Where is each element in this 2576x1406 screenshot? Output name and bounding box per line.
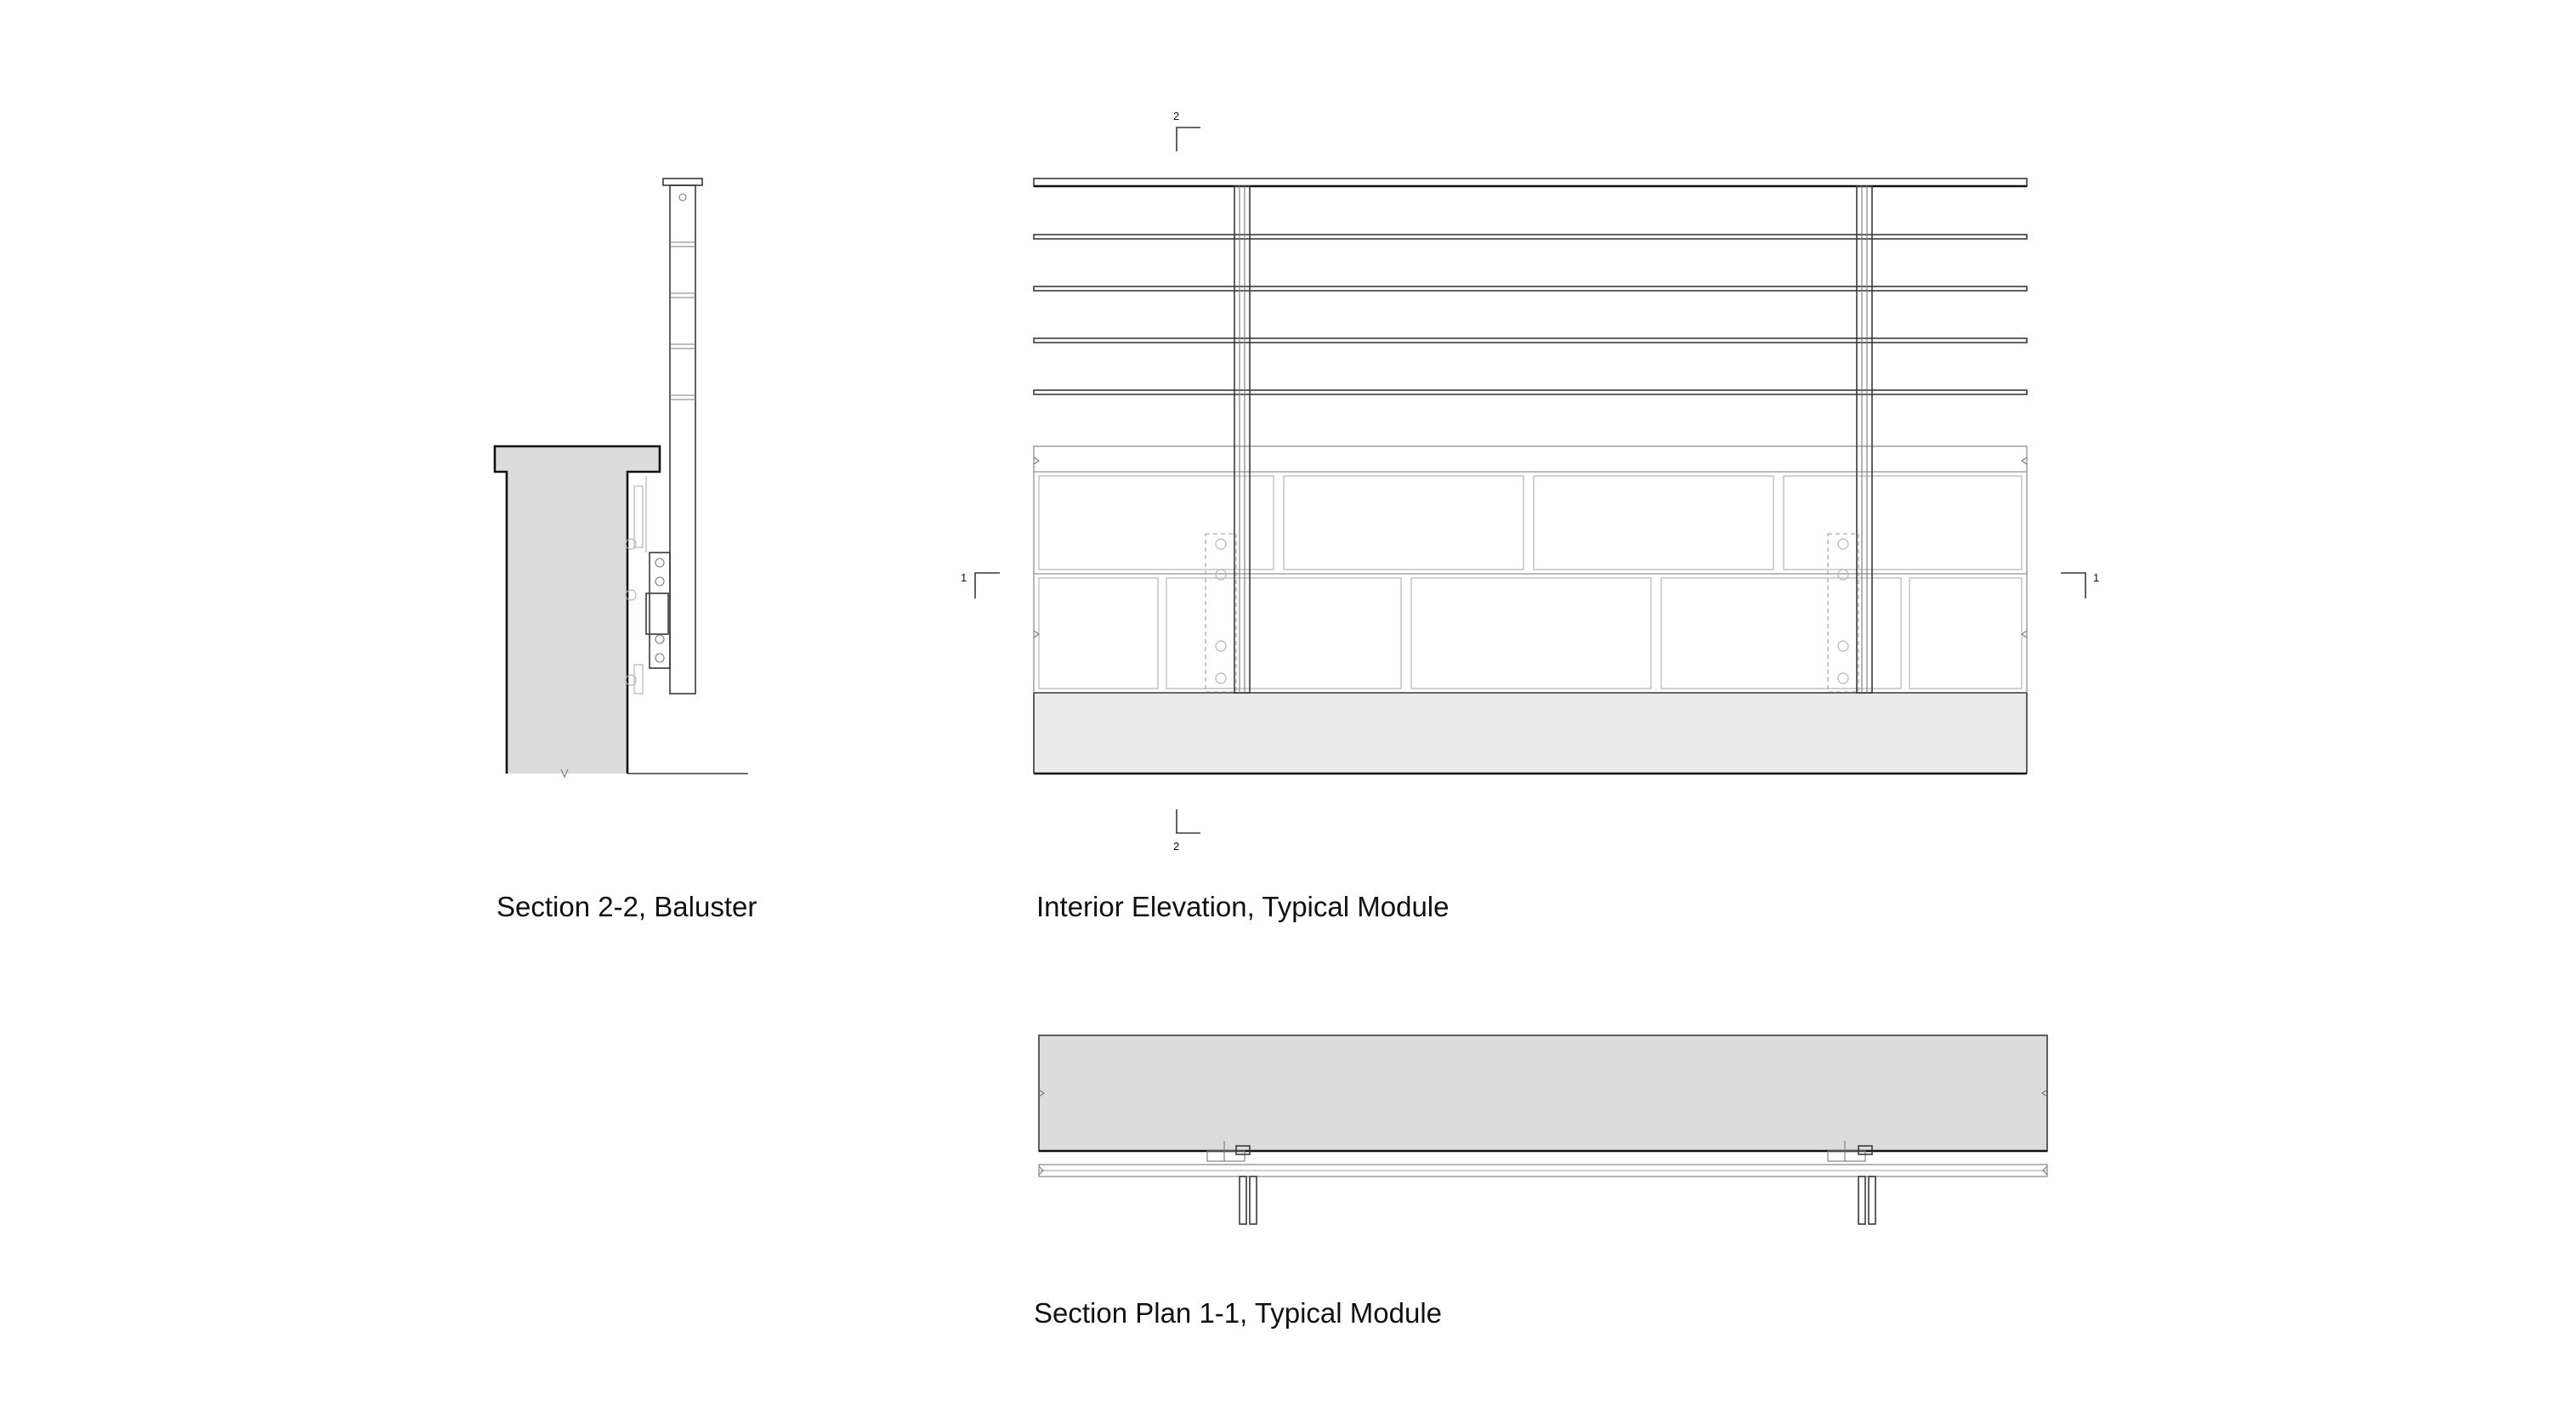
- section-marker-2-bottom: 2: [1173, 809, 1200, 853]
- section-plan-1-1-drawing: [1038, 1035, 2048, 1225]
- stone-wall-courses: [1033, 445, 2028, 694]
- section-marker-1-right: 1: [2061, 571, 2099, 598]
- baluster-cap: [662, 178, 703, 186]
- section-2-2-baluster-drawing: [493, 178, 748, 779]
- caption-section-plan-1-1: Section Plan 1-1, Typical Module: [1034, 1297, 1442, 1329]
- bracket-plate: [649, 552, 671, 669]
- section-marker-1-right-label: 1: [2093, 571, 2099, 584]
- caption-section-2-2: Section 2-2, Baluster: [496, 891, 757, 922]
- section-marker-2-top: 2: [1173, 110, 1200, 151]
- base-slab: [1034, 693, 2027, 774]
- section-marker-1-left-label: 1: [961, 571, 967, 584]
- baluster-post: [669, 184, 696, 694]
- plan-wall: [1039, 1035, 2047, 1151]
- section-marker-2-top-label: 2: [1173, 110, 1179, 122]
- plan-post-right: [1827, 1141, 1876, 1225]
- baluster-post-right: [1827, 185, 1873, 694]
- section-marker-1-left: 1: [961, 571, 1000, 598]
- wall-section: [495, 446, 660, 774]
- horizontal-rails: [1033, 234, 2028, 395]
- caption-interior-elevation: Interior Elevation, Typical Module: [1036, 891, 1449, 922]
- plan-post-left: [1206, 1141, 1257, 1225]
- top-handrail: [1033, 178, 2028, 187]
- baluster-post-left: [1205, 185, 1251, 694]
- section-marker-2-bottom-label: 2: [1173, 840, 1179, 853]
- interior-elevation-drawing: 2 2 1 1: [961, 110, 2099, 853]
